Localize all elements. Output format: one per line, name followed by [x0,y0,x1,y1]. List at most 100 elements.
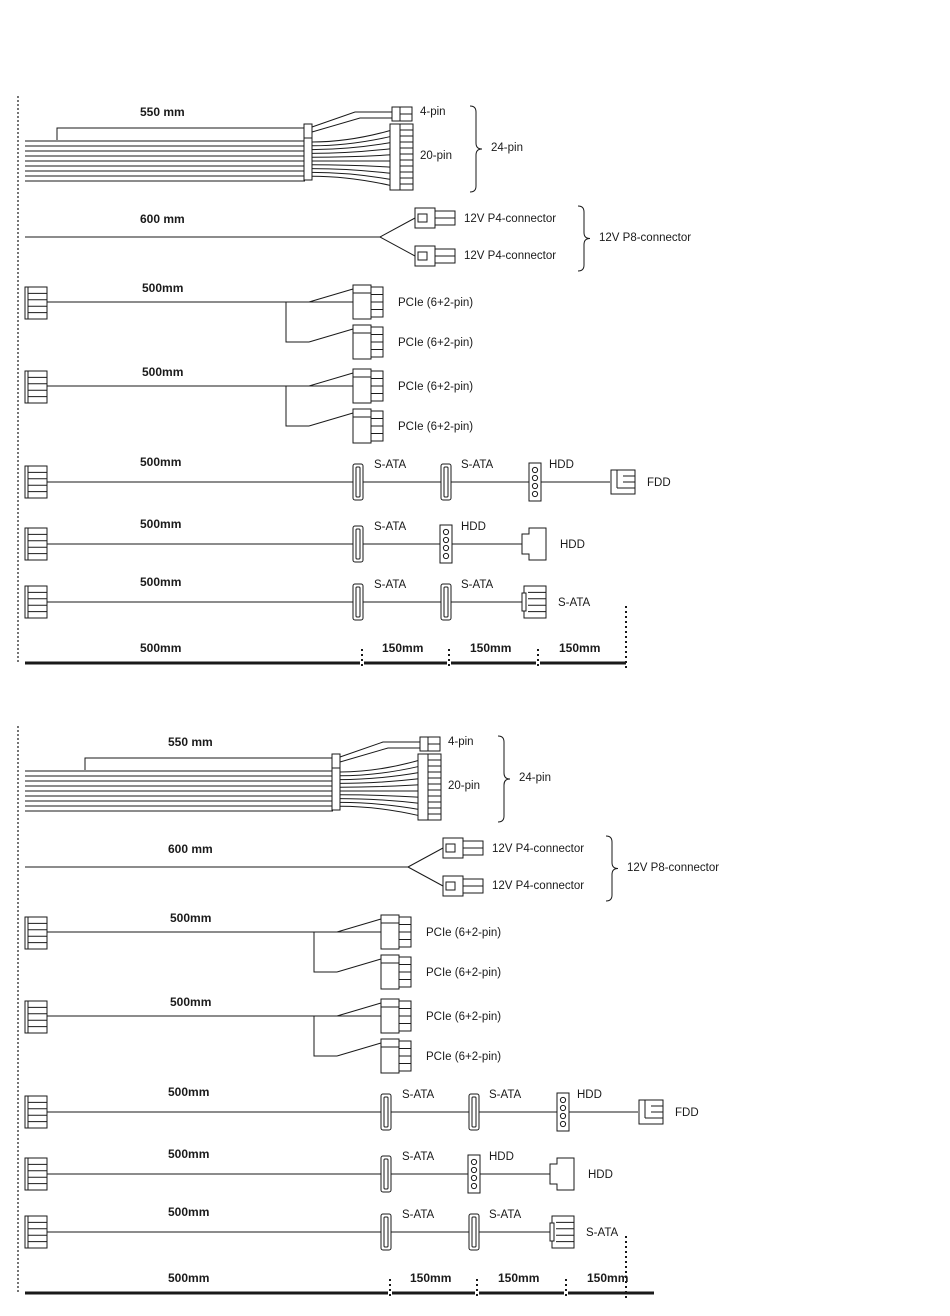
peripheral-cable-1-c4-label: FDD [647,477,671,489]
eps-length-label: 600 mm [140,212,185,226]
pcie-connector-icon [352,284,384,320]
peripheral-cable-2-length-label: 500mm [168,1147,209,1161]
pcie-connector-icon [380,954,412,990]
peripheral-cable-3-c1-label: S-ATA [374,579,406,591]
psu-plug-icon [24,1215,48,1249]
atx-24pin-label: 24-pin [491,142,523,154]
peripheral-cable-1-c3-label: HDD [577,1089,602,1101]
peripheral-cable-1-c4-label: FDD [675,1107,699,1119]
psu-plug-icon [24,370,48,404]
sata-connector-icon [380,1213,392,1251]
pcie-connector-icon [380,1038,412,1074]
peripheral-cable-3-c3-label: S-ATA [558,597,590,609]
atx-20pin-connector-icon [417,753,442,821]
scale-150mm-label-2: 150mm [498,1271,539,1285]
p4-connector-icon [442,875,484,897]
peripheral-cable-2: 500mm S-ATA HDD HDD [24,1147,613,1194]
hdd-end-connector-icon [549,1157,575,1191]
eps-p8-label: 12V P8-connector [627,862,719,874]
peripheral-cable-1-length-label: 500mm [140,455,181,469]
eps-p4-label-b: 12V P4-connector [492,880,584,892]
sata-connector-icon [352,525,364,563]
scale-150mm-label-1: 150mm [382,641,423,655]
eps-p4-label-a: 12V P4-connector [492,843,584,855]
sata-connector-icon [352,583,364,621]
peripheral-cable-2-length-label: 500mm [140,517,181,531]
atx-24pin-brace [469,105,483,193]
psu-plug-icon [24,916,48,950]
peripheral-cable-2-c2-label: HDD [489,1151,514,1163]
pcie-connector-icon [352,408,384,444]
pcie-cable-1-label-a: PCIe (6+2-pin) [426,927,501,939]
scale-150mm-label-1: 150mm [410,1271,451,1285]
pcie-cable-2-label-a: PCIe (6+2-pin) [426,1011,501,1023]
atx-4pin-label: 4-pin [420,106,446,118]
peripheral-cable-1-c2-label: S-ATA [461,459,493,471]
psu-plug-icon [24,465,48,499]
scale-500mm-label: 500mm [140,641,181,655]
pcie-cable-1-label-b: PCIe (6+2-pin) [398,337,473,349]
sata-connector-icon [380,1093,392,1131]
atx-20pin-label: 20-pin [420,150,452,162]
pcie-cable-2-length-label: 500mm [142,365,183,379]
peripheral-cable-3-c2-label: S-ATA [489,1209,521,1221]
eps-cable: 600 mm 12V P4-connector 12V P4-connector 12… [25,835,719,902]
peripheral-cable-2-c1-label: S-ATA [402,1151,434,1163]
molex-connector-icon [467,1154,481,1194]
sata-connector-icon [440,463,452,501]
eps-p8-label: 12V P8-connector [599,232,691,244]
atx-4pin-label: 4-pin [448,736,474,748]
sata-connector-icon [352,463,364,501]
sata-connector-icon [468,1213,480,1251]
pcie-cable-1-length-label: 500mm [170,911,211,925]
peripheral-cable-2-c2-label: HDD [461,521,486,533]
pcie-cable-2-label-b: PCIe (6+2-pin) [398,421,473,433]
pcie-cable-1-label-b: PCIe (6+2-pin) [426,967,501,979]
fdd-connector-icon [638,1099,664,1125]
scale-150mm-label-3: 150mm [587,1271,628,1285]
atx-24pin-brace [497,735,511,823]
molex-connector-icon [556,1092,570,1132]
pcie-cable-2-length-label: 500mm [170,995,211,1009]
atx-4pin-connector-icon [419,736,441,752]
sata-end-connector-icon [521,585,547,619]
sata-connector-icon [380,1155,392,1193]
pcie-cable-2-label-a: PCIe (6+2-pin) [398,381,473,393]
pcie-connector-icon [380,914,412,950]
peripheral-cable-1-c1-label: S-ATA [402,1089,434,1101]
peripheral-cable-2-c3-label: HDD [560,539,585,551]
eps-p4-label-a: 12V P4-connector [464,213,556,225]
pcie-connector-icon [352,368,384,404]
peripheral-cable-1-length-label: 500mm [168,1085,209,1099]
atx-length-label: 550 mm [140,105,185,119]
pcie-connector-icon [352,324,384,360]
scale-500mm-label: 500mm [168,1271,209,1285]
eps-p8-brace [577,205,591,272]
atx-20pin-label: 20-pin [448,780,480,792]
atx-length-label: 550 mm [168,735,213,749]
scale-150mm-label-2: 150mm [470,641,511,655]
pcie-connector-icon [380,998,412,1034]
peripheral-cable-2-c3-label: HDD [588,1169,613,1181]
hdd-end-connector-icon [521,527,547,561]
sata-end-connector-icon [549,1215,575,1249]
eps-length-label: 600 mm [168,842,213,856]
peripheral-cable-1-c2-label: S-ATA [489,1089,521,1101]
pcie-cable-2-label-b: PCIe (6+2-pin) [426,1051,501,1063]
peripheral-cable-3-c3-label: S-ATA [586,1227,618,1239]
atx-cable: 550 mm 4-pin 20-pin 24-pin [25,105,523,193]
p4-connector-icon [414,245,456,267]
sata-connector-icon [440,583,452,621]
psu-plug-icon [24,1000,48,1034]
